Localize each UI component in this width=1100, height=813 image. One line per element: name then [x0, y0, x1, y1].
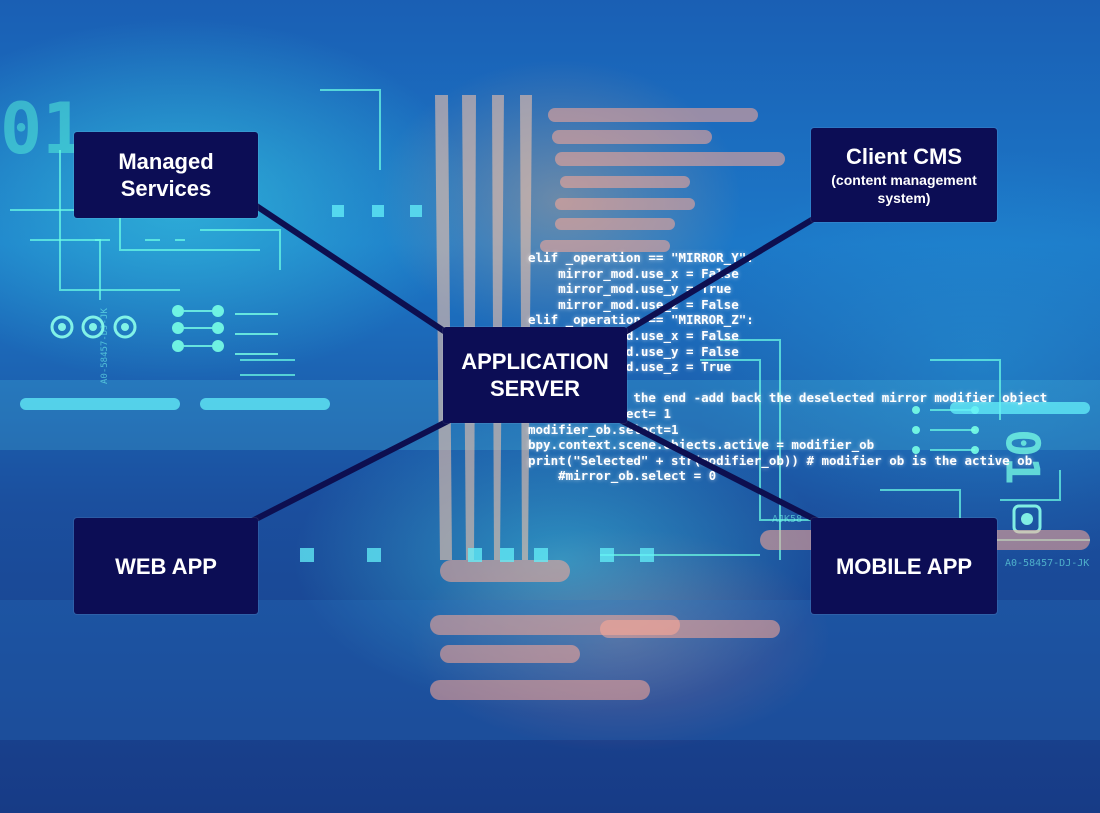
node-managed-services-line1: Managed [118, 149, 214, 174]
connector-mobile-app [618, 417, 822, 525]
node-managed-services[interactable]: Managed Services [74, 132, 258, 218]
node-application-server-line1: APPLICATION [461, 349, 609, 374]
background-chip-label-mid: AJK58 [772, 514, 803, 525]
node-application-server[interactable]: APPLICATION SERVER [443, 327, 627, 423]
node-client-cms-subtitle-line2: system) [877, 190, 931, 206]
connector-client-cms [618, 212, 822, 338]
connector-web-app [248, 417, 452, 525]
background-code-line: elif _operation == "MIRROR_Z": [528, 312, 754, 328]
node-mobile-app-title: MOBILE APP [835, 553, 973, 579]
background-code-line: bpy.context.scene.objects.active = modif… [528, 437, 875, 453]
connector-managed-services [253, 202, 452, 338]
background-code-line: mirror_mod.use_z = False [528, 296, 739, 312]
node-client-cms[interactable]: Client CMS (content management system) [811, 128, 997, 222]
node-application-server-line2: SERVER [489, 376, 581, 401]
node-web-app[interactable]: WEB APP [74, 518, 258, 614]
node-web-app-title: WEB APP [115, 553, 217, 579]
background-code-line: elif _operation == "MIRROR_Y": [528, 250, 754, 265]
node-mobile-app[interactable]: MOBILE APP [811, 518, 997, 614]
node-managed-services-line2: Services [120, 176, 212, 201]
node-client-cms-title: Client CMS [845, 144, 963, 169]
node-client-cms-subtitle-line1: (content management [831, 172, 977, 188]
background-digits-left: 01 [0, 88, 85, 170]
background-code-line: #mirror_ob.select = 0 [528, 468, 717, 484]
background-chip-label-right: A0-58457-DJ-JK [1005, 558, 1090, 569]
